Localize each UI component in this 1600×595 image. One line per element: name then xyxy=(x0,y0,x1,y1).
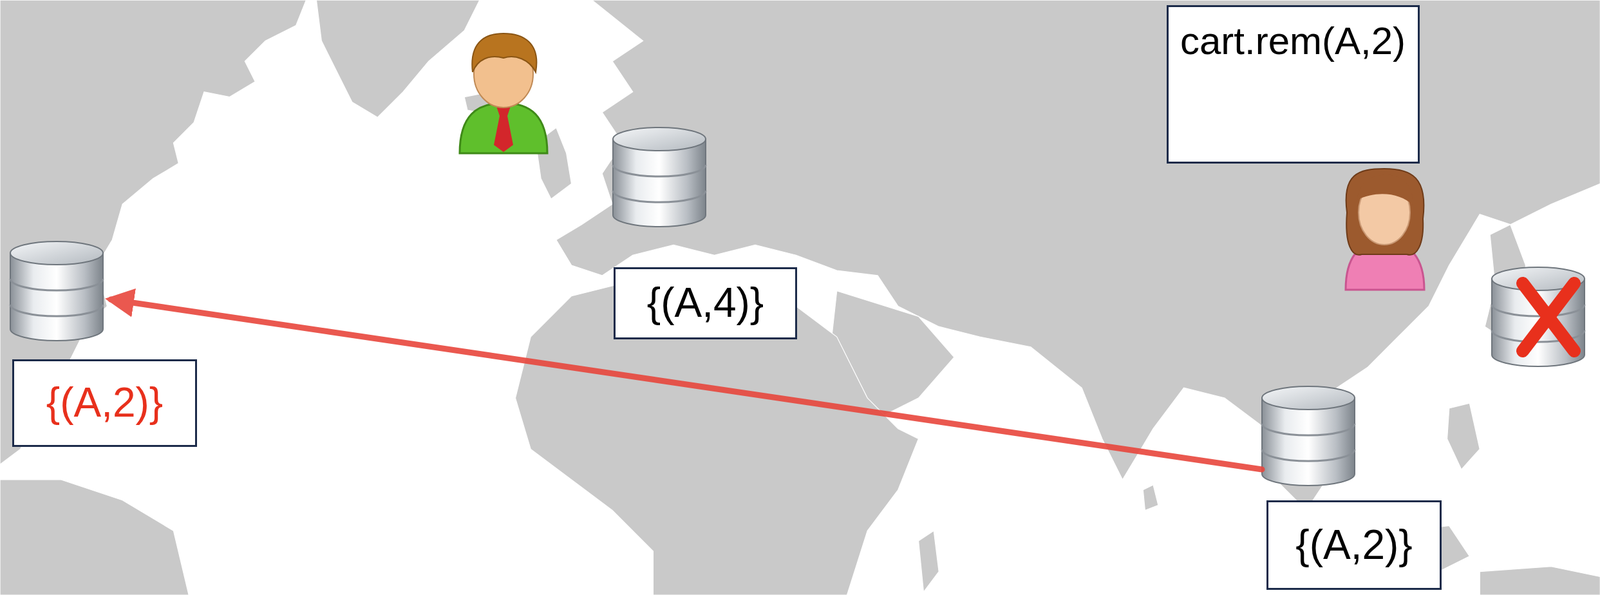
database-icon xyxy=(1491,267,1585,367)
database-icon xyxy=(612,127,706,227)
failure-cross xyxy=(1522,283,1575,351)
value-box: {(A,4)} xyxy=(613,267,798,340)
user-icon xyxy=(1345,168,1425,290)
database-icon xyxy=(10,241,104,341)
value-box: {(A,2)} xyxy=(1266,500,1442,590)
operation-text: cart.rem(A,2) xyxy=(1180,18,1406,64)
value-text: {(A,2)} xyxy=(1295,521,1412,570)
value-box: cart.rem(A,2) xyxy=(1166,5,1420,164)
value-text: {(A,2)} xyxy=(46,379,163,427)
user-icon xyxy=(459,33,548,154)
value-box: {(A,2)} xyxy=(12,359,198,447)
value-text: {(A,4)} xyxy=(647,279,764,328)
database-icon xyxy=(1261,386,1355,486)
